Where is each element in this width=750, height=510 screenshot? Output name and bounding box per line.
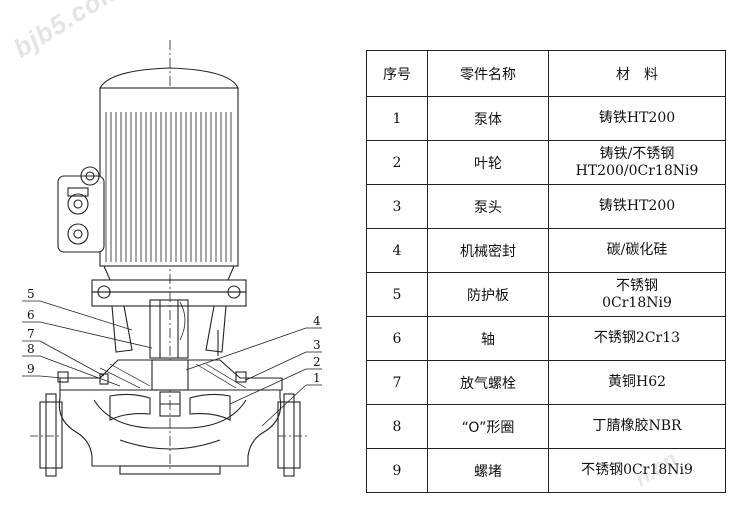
part-number: 7 xyxy=(366,360,428,405)
part-name: 防护板 xyxy=(427,272,549,317)
callout-5: 5 xyxy=(27,287,35,301)
part-number: 8 xyxy=(366,404,428,449)
part-material: 黄铜H62 xyxy=(548,360,726,405)
part-name: 螺堵 xyxy=(427,448,549,493)
callout-2: 2 xyxy=(313,355,321,369)
part-material: 丁腈橡胶NBR xyxy=(548,404,726,449)
callout-9: 9 xyxy=(27,362,35,376)
table-row: 8“O”形圈 丁腈橡胶NBR xyxy=(366,404,726,449)
callout-8: 8 xyxy=(27,342,35,356)
part-name: 轴 xyxy=(427,316,549,361)
callout-6: 6 xyxy=(27,308,35,322)
part-material: 铸铁HT200 xyxy=(548,184,726,229)
material-line: 铸铁HT200 xyxy=(598,198,676,214)
part-number: 9 xyxy=(366,448,428,493)
material-line: 铸铁HT200 xyxy=(598,110,676,126)
part-number: 6 xyxy=(366,316,428,361)
callout-4: 4 xyxy=(313,314,321,328)
material-line: 0Cr18Ni9 xyxy=(602,294,672,311)
part-name: 机械密封 xyxy=(427,228,549,273)
part-number: 4 xyxy=(366,228,428,273)
material-line: 不锈钢2Cr13 xyxy=(593,330,681,346)
material-line: 黄铜H62 xyxy=(607,374,667,390)
part-material: 碳/碳化硅 xyxy=(548,228,726,273)
header-no: 序号 xyxy=(366,50,428,97)
part-number: 3 xyxy=(366,184,428,229)
part-name: 泵体 xyxy=(427,96,549,141)
part-material: 不锈钢0Cr18Ni9 xyxy=(548,448,726,493)
material-line: 不锈钢 xyxy=(616,277,658,294)
part-name: 叶轮 xyxy=(427,140,549,185)
part-number: 1 xyxy=(366,96,428,141)
material-line: 碳/碳化硅 xyxy=(606,242,668,258)
part-material: 铸铁HT200 xyxy=(548,96,726,141)
header-material: 材 料 xyxy=(548,50,726,97)
part-name: “O”形圈 xyxy=(427,404,549,449)
material-line: 丁腈橡胶NBR xyxy=(592,418,682,434)
callout-7: 7 xyxy=(27,327,35,341)
table-header-row: 序号 零件名称 材 料 xyxy=(366,50,726,97)
material-line: HT200/0Cr18Ni9 xyxy=(575,162,699,179)
header-part-name: 零件名称 xyxy=(427,50,549,97)
material-line: 不锈钢0Cr18Ni9 xyxy=(581,462,693,478)
part-material: 不锈钢2Cr13 xyxy=(548,316,726,361)
part-number: 2 xyxy=(366,140,428,185)
part-name: 泵头 xyxy=(427,184,549,229)
material-line: 铸铁/不锈钢 xyxy=(599,145,675,162)
part-number: 5 xyxy=(366,272,428,317)
part-name: 放气螺栓 xyxy=(427,360,549,405)
callout-3: 3 xyxy=(313,338,321,352)
callout-1: 1 xyxy=(313,371,321,385)
